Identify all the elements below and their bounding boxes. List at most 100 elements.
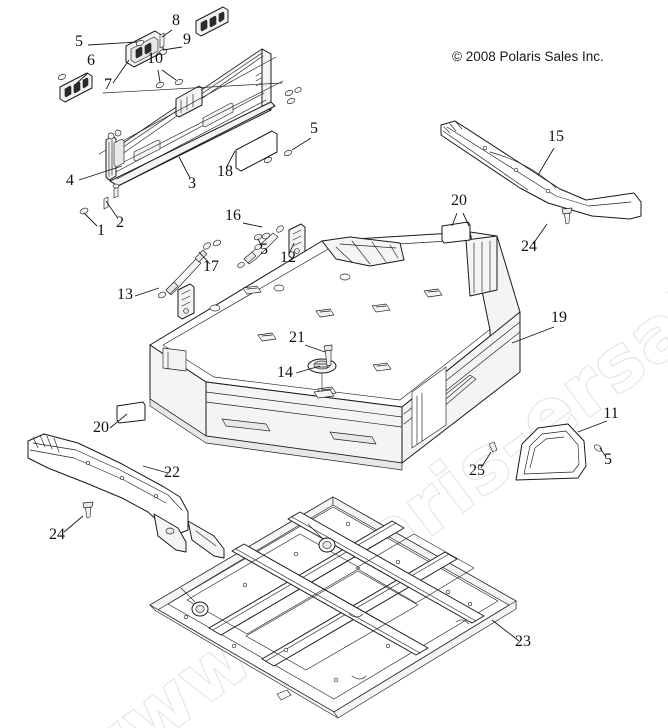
callout-1[interactable]: 1 xyxy=(83,212,105,239)
part-decal-plate-18 xyxy=(235,130,278,172)
callout-number-12: 12 xyxy=(280,249,296,266)
callout-15[interactable]: 15 xyxy=(537,128,564,176)
part-bracket-13 xyxy=(177,283,195,320)
callout-8[interactable]: 8 xyxy=(161,12,180,38)
callout-number-5d: 5 xyxy=(604,451,612,468)
callout-number-14: 14 xyxy=(277,364,293,381)
callout-22[interactable]: 22 xyxy=(142,464,180,481)
leader-line-21 xyxy=(304,344,326,353)
callout-7[interactable]: 7 xyxy=(104,59,130,93)
fastener-24-left xyxy=(82,501,94,519)
callout-5d[interactable]: 5 xyxy=(599,447,612,468)
leader-line-13 xyxy=(134,287,160,297)
callout-5b[interactable]: 5 xyxy=(291,120,318,151)
leader-line-1 xyxy=(83,212,98,227)
callout-16[interactable]: 16 xyxy=(225,207,263,228)
leader-line-3 xyxy=(178,156,191,179)
callout-number-16: 16 xyxy=(225,207,241,224)
callout-13[interactable]: 13 xyxy=(117,286,160,303)
part-tailgate-panel xyxy=(98,48,284,187)
callout-number-10: 10 xyxy=(147,50,163,67)
leader-line-19 xyxy=(511,326,555,344)
part-tailgate-hinge xyxy=(105,129,125,181)
callout-number-15: 15 xyxy=(548,128,564,145)
callout-number-13: 13 xyxy=(117,286,133,303)
part-box-sub-frame xyxy=(149,496,517,719)
callout-number-24a: 24 xyxy=(521,238,537,255)
part-decal-plate-20-left xyxy=(116,401,146,424)
callout-number-25: 25 xyxy=(469,462,485,479)
part-side-rail-right xyxy=(440,120,642,220)
part-cargo-box-body xyxy=(149,231,521,471)
callout-21[interactable]: 21 xyxy=(289,329,326,353)
copyright-notice: © 2008 Polaris Sales Inc. xyxy=(452,49,604,64)
leader-line-14 xyxy=(295,365,321,374)
callout-4[interactable]: 4 xyxy=(66,165,123,189)
fastener-21-bolt xyxy=(323,344,333,367)
leader-line-20a xyxy=(451,212,470,227)
leader-line-8 xyxy=(161,29,173,38)
callout-14[interactable]: 14 xyxy=(277,364,321,381)
callout-number-2: 2 xyxy=(116,214,124,231)
callout-number-11: 11 xyxy=(603,405,618,422)
leader-line-2 xyxy=(105,200,118,218)
callout-3[interactable]: 3 xyxy=(178,156,196,192)
callout-number-20a: 20 xyxy=(451,192,467,209)
callout-24a[interactable]: 24 xyxy=(521,223,548,255)
callout-number-5b: 5 xyxy=(310,120,318,137)
callout-12[interactable]: 12 xyxy=(280,242,296,266)
callout-number-1: 1 xyxy=(97,222,105,239)
callout-20b[interactable]: 20 xyxy=(93,413,128,436)
part-decal-plate-20-right xyxy=(441,221,471,244)
leader-line-5d xyxy=(599,447,607,458)
callout-9[interactable]: 9 xyxy=(162,31,191,51)
callout-number-7: 7 xyxy=(104,76,112,93)
leader-line-5b xyxy=(291,137,312,151)
leader-line-5a xyxy=(87,41,138,46)
callout-number-6: 6 xyxy=(87,52,95,69)
leader-line-9 xyxy=(162,46,183,51)
leader-line-24b xyxy=(63,515,84,533)
leader-line-18 xyxy=(225,150,236,169)
callout-5c[interactable]: 5 xyxy=(257,238,268,258)
part-decal-plate-6 xyxy=(59,72,93,103)
leader-line-17 xyxy=(198,251,211,265)
leader-line-10 xyxy=(157,69,177,83)
part-bracket-12 xyxy=(288,223,306,260)
callout-17[interactable]: 17 xyxy=(198,251,219,275)
leader-line-16 xyxy=(242,222,263,228)
callout-number-9: 9 xyxy=(183,31,191,48)
callout-number-20b: 20 xyxy=(93,419,109,436)
fastener-5-rods xyxy=(253,233,263,241)
callout-2[interactable]: 2 xyxy=(105,200,124,231)
callout-19[interactable]: 19 xyxy=(511,309,567,344)
callout-11[interactable]: 11 xyxy=(577,405,619,433)
part-support-rod-17 xyxy=(157,239,222,299)
callout-number-23: 23 xyxy=(515,633,531,650)
leader-line-15 xyxy=(537,147,555,176)
callout-number-4: 4 xyxy=(66,172,74,189)
callout-number-3: 3 xyxy=(188,175,196,192)
part-support-rod-16 xyxy=(237,225,284,268)
callout-5a[interactable]: 5 xyxy=(75,33,138,50)
callout-6[interactable]: 6 xyxy=(75,52,95,85)
fastener-1-2 xyxy=(79,183,120,215)
leader-line-12 xyxy=(288,242,295,255)
part-side-rail-left xyxy=(27,433,225,559)
leader-line-4 xyxy=(78,165,123,181)
callout-number-19: 19 xyxy=(551,309,567,326)
callout-23[interactable]: 23 xyxy=(491,619,531,650)
callout-number-18: 18 xyxy=(217,163,233,180)
leader-line-22 xyxy=(142,465,169,474)
callout-25[interactable]: 25 xyxy=(469,451,492,479)
callout-20a[interactable]: 20 xyxy=(451,192,470,227)
callout-10[interactable]: 10 xyxy=(147,50,177,83)
callout-18[interactable]: 18 xyxy=(217,150,236,180)
callout-number-5a: 5 xyxy=(75,33,83,50)
part-decal-plate-top xyxy=(195,6,229,37)
callout-number-17: 17 xyxy=(203,258,219,275)
leader-line-25 xyxy=(480,451,492,469)
callout-24b[interactable]: 24 xyxy=(49,515,84,543)
